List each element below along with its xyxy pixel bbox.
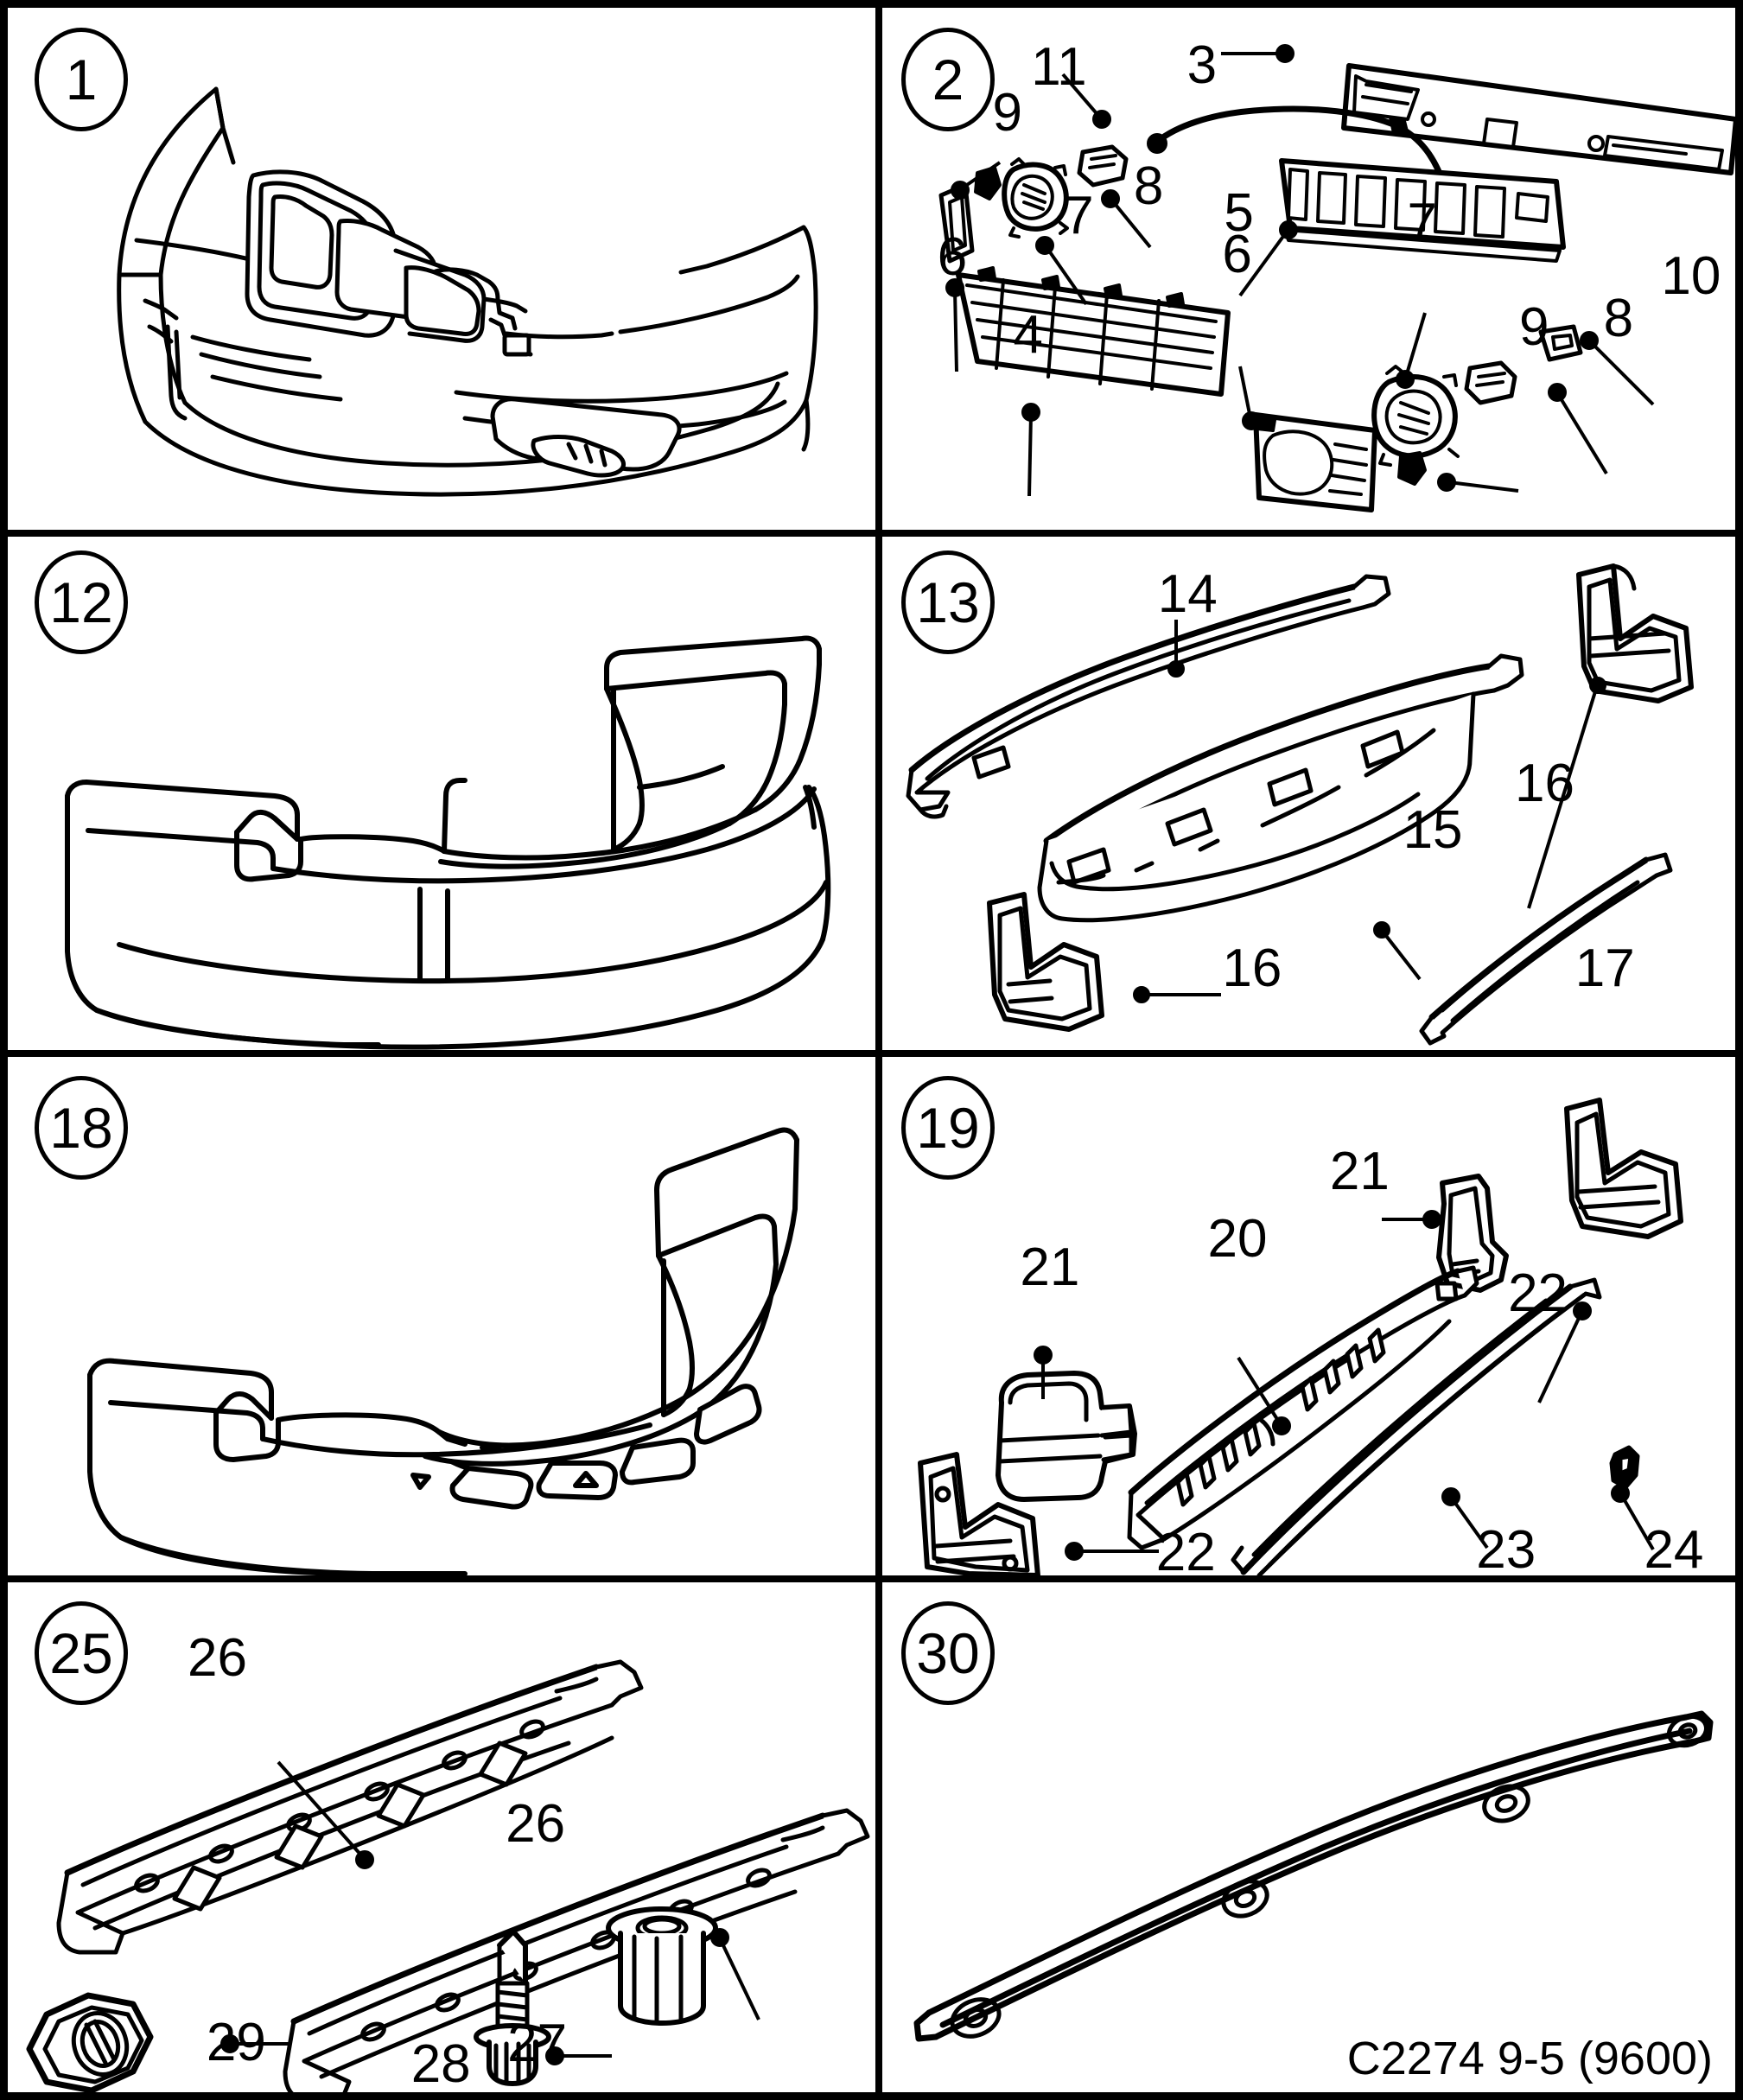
callout-21-left: 21 [1020,1238,1080,1297]
callout-8-left: 8 [1133,156,1164,217]
callout-6-right: 6 [1222,225,1252,285]
panel-18-artwork [16,1057,875,1575]
callout-22-lower: 22 [1155,1523,1216,1576]
panel-badge-1: 1 [35,28,128,131]
panel-badge-19: 19 [901,1076,995,1180]
callout-26-lower: 26 [506,1793,566,1854]
panel-18: 18 [16,1057,875,1575]
callout-16-upper: 16 [1515,754,1575,814]
panel-12: 12 [16,537,875,1050]
panel-19: 19 21 20 21 22 22 23 24 [882,1057,1735,1576]
callout-3: 3 [1186,35,1218,95]
callout-14: 14 [1157,563,1218,624]
panel-30: 30 [882,1582,1735,2092]
panel-badge-2: 2 [901,28,995,131]
panel-badge-12: 12 [35,550,128,654]
callout-26-upper: 26 [188,1627,247,1688]
drawing-reference-code: C2274 9-5 (9600) [1346,2033,1713,2084]
callout-10: 10 [1661,245,1721,306]
panel-badge-30: 30 [901,1601,995,1705]
callout-23: 23 [1476,1520,1536,1576]
callout-21-upper: 21 [1329,1142,1390,1201]
callout-27: 27 [507,2014,568,2074]
panel-25: 25 26 26 27 28 29 [16,1582,875,2095]
callout-16-lower: 16 [1222,939,1282,999]
callout-7-right: 7 [1407,193,1438,253]
callout-8-right: 8 [1603,288,1634,348]
callout-22-right: 22 [1508,1263,1568,1323]
callout-24: 24 [1644,1520,1704,1576]
panel-badge-25: 25 [35,1601,128,1705]
grid-divider-horizontal-3 [8,1575,1735,1582]
callout-20: 20 [1207,1209,1268,1269]
panel-badge-13: 13 [901,550,995,654]
callout-9-right: 9 [1519,297,1549,358]
panel-badge-18: 18 [35,1076,128,1180]
panel-19-artwork [882,1057,1735,1575]
panel-1-artwork [16,16,875,530]
callout-9-left: 9 [992,82,1022,143]
callout-6-left: 6 [937,227,968,288]
callout-17: 17 [1574,939,1635,999]
panel-30-artwork [882,1582,1735,2092]
panel-1: 1 [16,16,875,530]
panel-13: 13 14 16 15 16 17 [882,537,1735,1050]
panel-12-artwork [16,537,875,1050]
callout-7-left: 7 [1064,186,1094,246]
grid-divider-horizontal-1 [8,530,1735,537]
panel-25-artwork [16,1582,875,2092]
callout-4: 4 [1013,305,1043,366]
callout-28: 28 [410,2034,471,2095]
callout-11: 11 [1031,36,1087,97]
callout-15: 15 [1403,799,1463,860]
panel-2: 2 11 3 9 8 7 5 7 6 6 4 10 8 9 [882,16,1735,530]
grid-divider-horizontal-2 [8,1050,1735,1057]
callout-29: 29 [206,2012,266,2072]
